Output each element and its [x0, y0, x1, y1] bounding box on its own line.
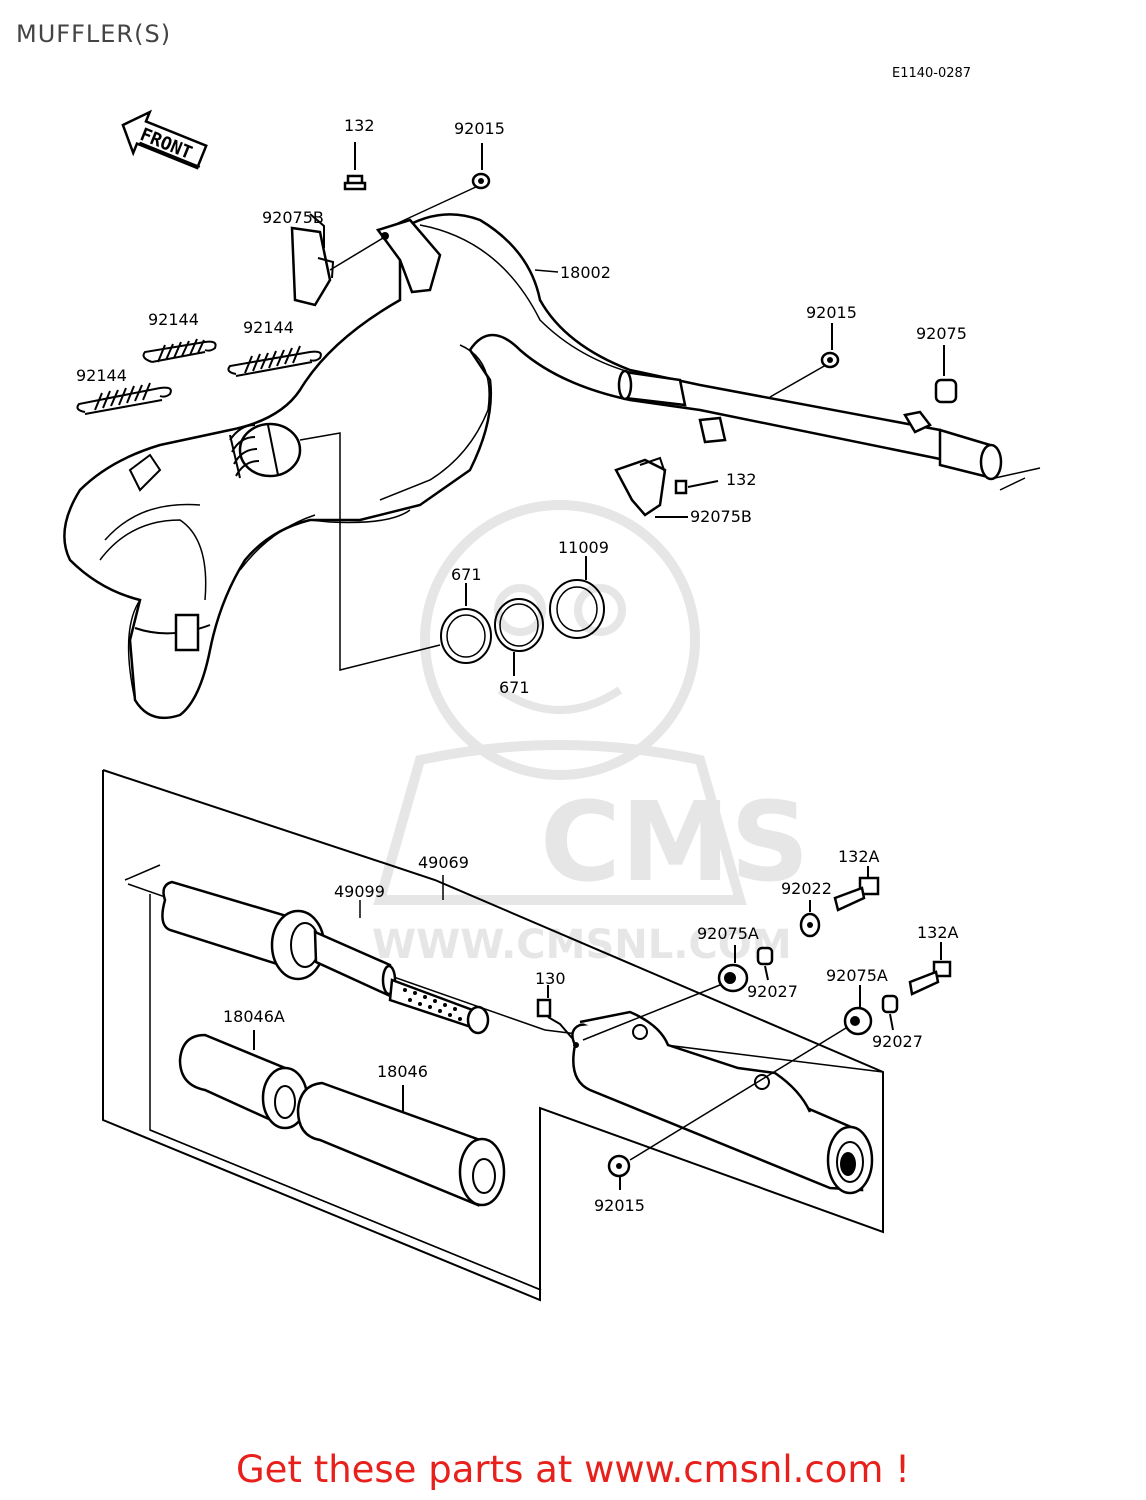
label-671-b: 671: [499, 678, 530, 697]
label-92075B-top: 92075B: [262, 208, 324, 227]
label-49099: 49099: [334, 882, 385, 901]
label-92144-a: 92144: [148, 310, 199, 329]
watermark-mascot-eye: [494, 584, 546, 636]
bracket-92075B-mid: [614, 456, 688, 518]
label-92027-a: 92027: [747, 982, 798, 1001]
label-132-mid: 132: [726, 470, 757, 489]
label-18002: 18002: [560, 263, 611, 282]
diagram-code: E1140-0287: [892, 66, 971, 81]
label-18046A: 18046A: [223, 1007, 285, 1026]
label-92144-c: 92144: [76, 366, 127, 385]
leader-92075A-b: [629, 1027, 847, 1161]
label-92075-right: 92075: [916, 324, 967, 343]
front-arrow: FRONT: [121, 109, 208, 170]
page-title: MUFFLER(S): [16, 20, 172, 48]
tail-axis: [994, 467, 1041, 491]
label-18046: 18046: [377, 1062, 428, 1081]
bolt-130: [536, 985, 573, 1039]
gasket-671-a: [440, 583, 492, 664]
label-92075A-a: 92075A: [697, 924, 759, 943]
label-671-a: 671: [451, 565, 482, 584]
ring-11009: [549, 556, 605, 639]
gasket-671-b: [494, 598, 544, 676]
label-132-top: 132: [344, 116, 375, 135]
label-132A-a: 132A: [838, 847, 880, 866]
spring-92144-b: [227, 345, 322, 377]
bolt-132A-a: [833, 866, 880, 912]
collar-92027-a: [756, 946, 774, 981]
label-92015-top: 92015: [454, 119, 505, 138]
leader-92075B-top: [329, 237, 384, 271]
inlet-joint: [229, 422, 302, 479]
watermark-url: WWW.CMSNL.COM: [372, 922, 792, 968]
label-130: 130: [535, 969, 566, 988]
grommet-92075A-a: [717, 945, 749, 993]
label-132A-b: 132A: [917, 923, 959, 942]
watermark-mascot-eye: [574, 584, 626, 636]
spring-92144-c: [76, 382, 172, 415]
label-92015-mid: 92015: [806, 303, 857, 322]
washer-92022: [799, 900, 821, 938]
gasket-bracket-line: [299, 432, 441, 671]
cms-watermark: CMS WWW.CMSNL.COM: [372, 500, 809, 968]
grommet-92075A-b: [843, 985, 873, 1036]
inner-tube-49099: [161, 880, 397, 997]
collar-92027-b: [881, 994, 899, 1031]
label-11009: 11009: [558, 538, 609, 557]
expansion-chamber-18002: [63, 213, 1003, 720]
nut-92015-top: [471, 143, 491, 190]
label-92022: 92022: [781, 879, 832, 898]
get-parts-link[interactable]: Get these parts at www.cmsnl.com !: [235, 1448, 910, 1491]
nut-92015-mid: [820, 323, 840, 369]
packing-18046: [296, 1081, 506, 1207]
bracket-92075B-top: [290, 213, 335, 307]
label-92075A-b: 92075A: [826, 966, 888, 985]
nut-92015-bottom: [607, 1154, 631, 1190]
label-92027-b: 92027: [872, 1032, 923, 1051]
perforated-tube: [388, 978, 490, 1035]
spring-92144-a: [142, 338, 217, 363]
leader-92015-mid: [769, 364, 827, 398]
muffler-shell: [571, 1010, 874, 1195]
label-49069: 49069: [418, 853, 469, 872]
watermark-brand: CMS: [540, 778, 809, 906]
label-92144-b: 92144: [243, 318, 294, 337]
parts-diagram: CMS WWW.CMSNL.COM E1140-0287 FRONT: [63, 66, 1041, 1302]
watermark-mascot-head: [420, 500, 700, 780]
grommet-92075: [934, 345, 958, 404]
bolt-132-mid: [674, 479, 719, 495]
label-92015-bottom: 92015: [594, 1196, 645, 1215]
leader-92015-top: [397, 185, 479, 224]
label-92075B-mid: 92075B: [690, 507, 752, 526]
bolt-132A-b: [908, 942, 952, 996]
watermark-mascot-mouth: [497, 686, 623, 714]
watermark-mascot-body: [373, 740, 747, 905]
leader-92075A-a: [582, 984, 721, 1041]
bolt-132-top: [343, 142, 367, 191]
leader-18002: [534, 269, 559, 273]
packing-18046A: [178, 1030, 309, 1130]
